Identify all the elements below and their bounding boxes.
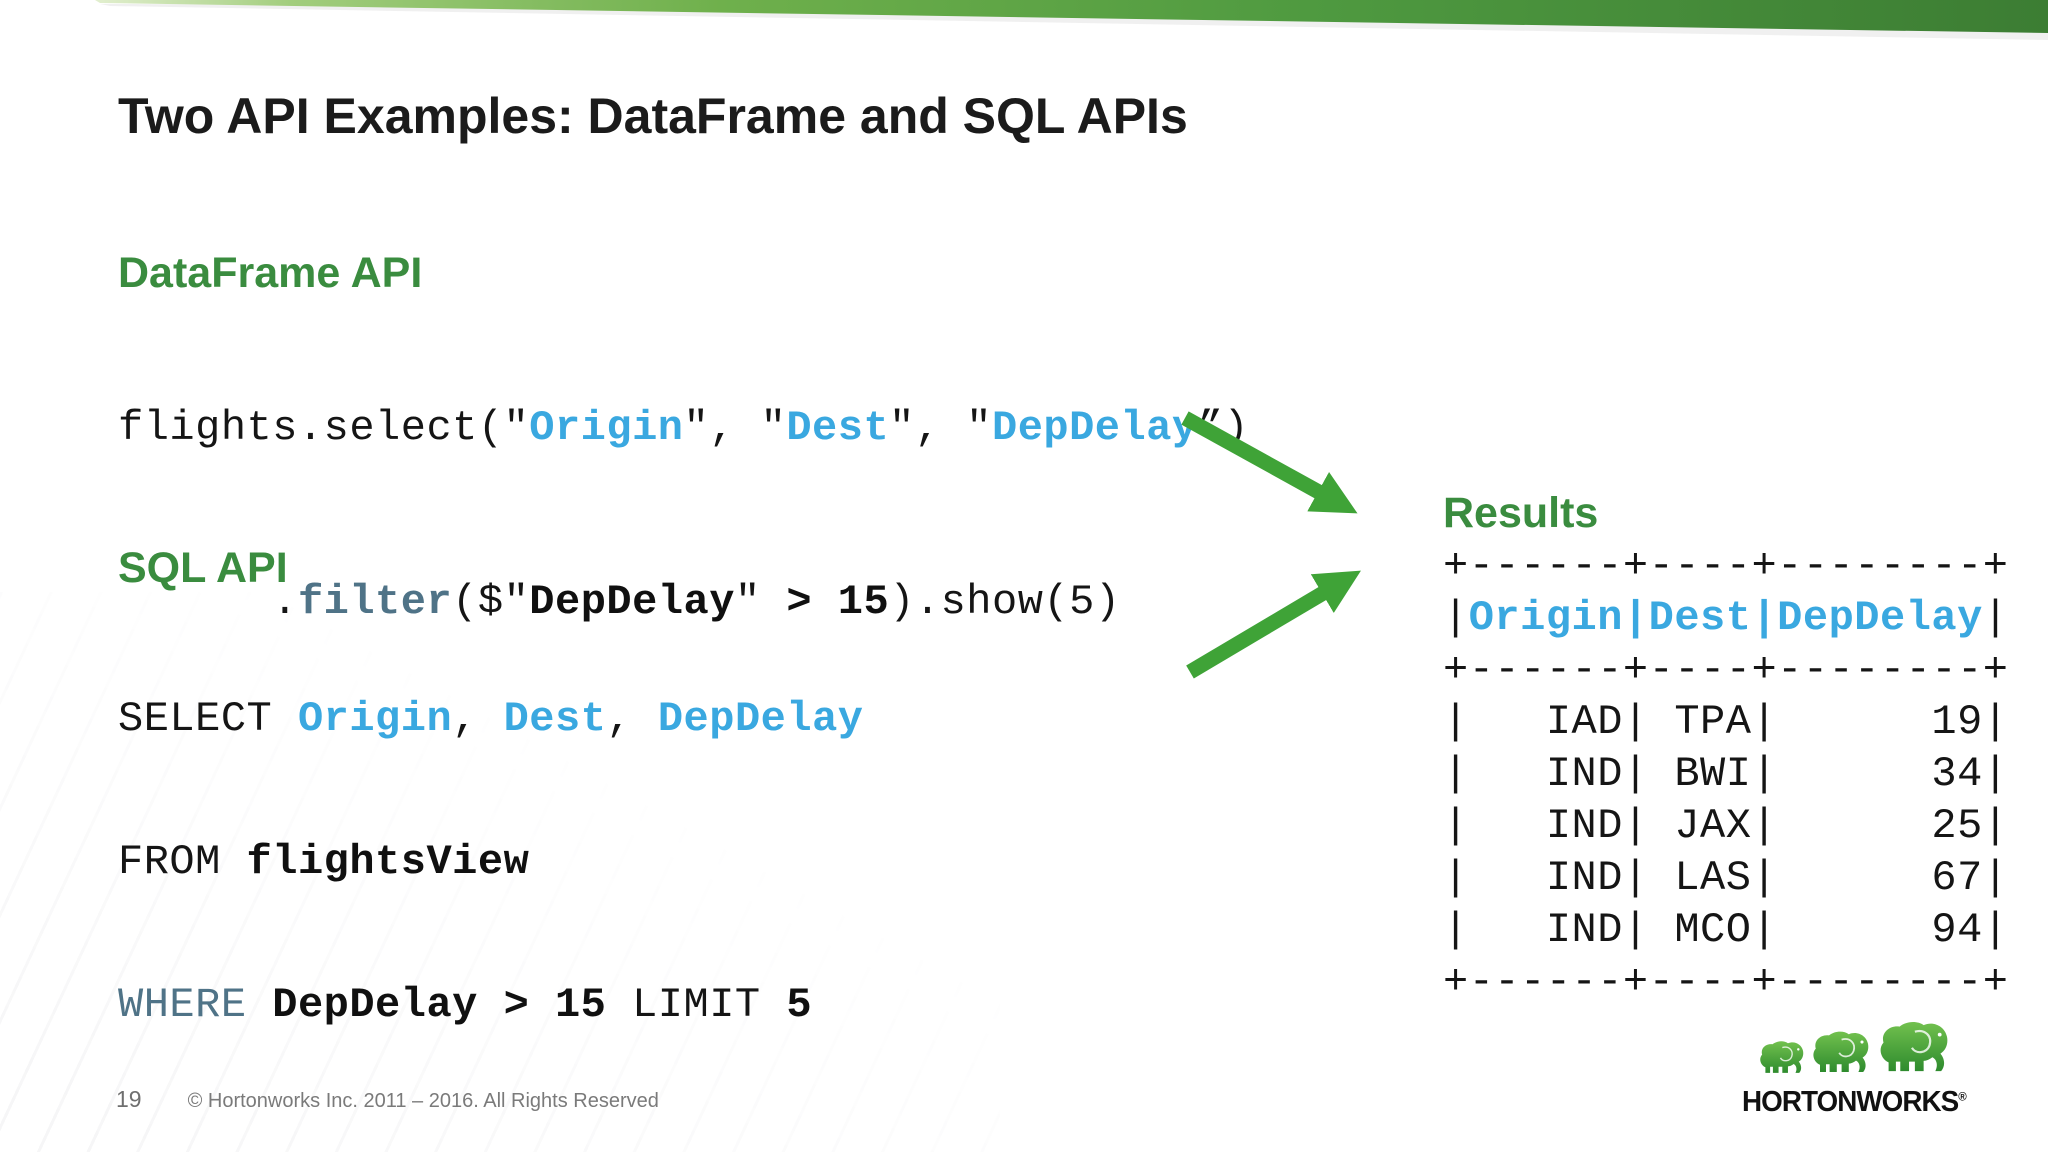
results-table: +------+----+--------+ |Origin|Dest|DepD… [1443, 542, 2009, 1006]
hortonworks-logo-text: HORTONWORKS® [1742, 1086, 1972, 1119]
code-line: FROM flightsView [118, 838, 530, 886]
code-line: WHERE DepDelay > 15 LIMIT 5 [118, 981, 813, 1029]
slide-title: Two API Examples: DataFrame and SQL APIs [118, 88, 1188, 144]
copyright: © Hortonworks Inc. 2011 – 2016. All Righ… [187, 1090, 659, 1112]
results-heading: Results [1443, 489, 1599, 537]
arrow-icon [1186, 570, 1361, 679]
elephant-icons [1759, 1020, 1949, 1074]
dataframe-api-heading: DataFrame API [118, 249, 423, 297]
flow-arrows [1181, 411, 1361, 679]
arrow-icon [1181, 411, 1358, 514]
footer: 19 © Hortonworks Inc. 2011 – 2016. All R… [116, 1086, 659, 1113]
sql-api-code: SELECT Origin, Dest, DepDelay FROM fligh… [118, 600, 863, 1125]
elephant-icon [1879, 1020, 1949, 1073]
band-shape [95, 0, 2048, 33]
elephant-icon [1812, 1030, 1870, 1073]
brand-name: HORTONWORKS [1742, 1086, 1959, 1118]
elephant-icon [1759, 1040, 1804, 1074]
dataframe-api-code: flights.select("Origin", "Dest", "DepDel… [118, 293, 1249, 737]
code-line: SELECT Origin, Dest, DepDelay [118, 695, 864, 743]
sql-api-heading: SQL API [118, 544, 288, 592]
hortonworks-logo: HORTONWORKS® [1742, 1018, 1982, 1119]
code-line: flights.select("Origin", "Dest", "DepDel… [118, 404, 1250, 452]
code-line: .filter($"DepDelay" > 15).show(5) [118, 578, 1121, 626]
top-accent-band [95, 0, 2048, 40]
registered-mark: ® [1958, 1089, 1967, 1104]
page-number: 19 [116, 1086, 142, 1112]
